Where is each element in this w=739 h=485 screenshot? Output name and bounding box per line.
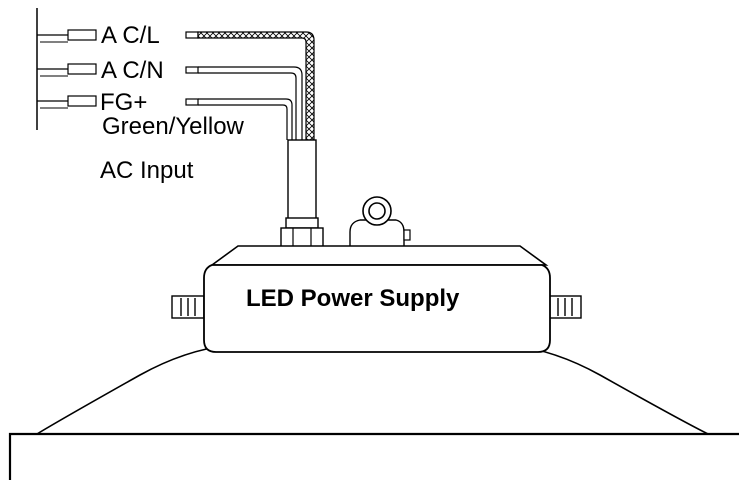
wire-label-acn: A C/N [101,57,164,84]
wire-end-fg [37,95,97,109]
ferrule-acl [185,31,199,39]
wire-acn [198,66,303,140]
device-label: LED Power Supply [246,285,460,312]
right-connector [548,295,582,319]
cable-gland [280,217,324,249]
wire-label-fg: FG+ [100,89,148,116]
fg-color-label: Green/Yellow [102,113,244,140]
fixture-dome [36,344,709,435]
cable-jacket [287,139,317,226]
left-connector [171,295,205,319]
input-label: AC Input [100,157,194,184]
wire-label-acl: A C/L [101,22,160,49]
power-supply-box [203,245,551,353]
wire-end-acn [37,63,97,77]
ferrule-fg [185,98,199,106]
ferrule-acn [185,66,199,74]
adjust-knob [349,196,411,246]
fixture-base [8,432,739,480]
wire-end-acl [37,29,97,43]
wire-fg [198,98,293,140]
